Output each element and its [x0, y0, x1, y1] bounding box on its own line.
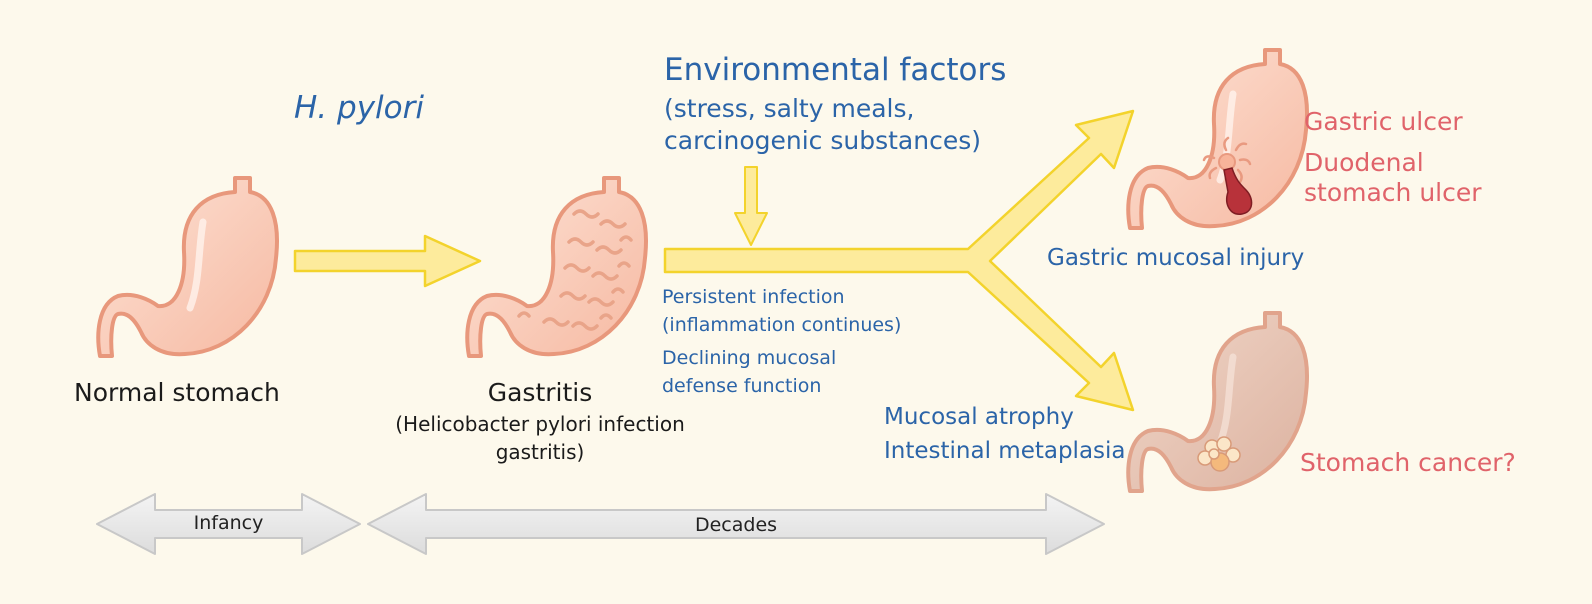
cancer-stomach-icon [1126, 311, 1309, 493]
duodenal-ulcer-line2: stomach ulcer [1304, 178, 1482, 207]
environmental-factors-line1: (stress, salty meals, [664, 94, 915, 123]
infancy-label: Infancy [193, 512, 264, 534]
h-pylori-label: H. pylori [294, 90, 424, 126]
decades-timeline-arrow [367, 493, 1105, 555]
gastritis-stomach-icon [465, 176, 648, 358]
bleeding-ulcer-icon [1223, 167, 1253, 215]
normal-stomach-icon [96, 176, 279, 358]
decades-label: Decades [694, 514, 778, 536]
environmental-factors-title: Environmental factors [664, 52, 1007, 88]
persistent-infection-line1: Persistent infection [662, 286, 845, 308]
gastritis-subtitle-line1: (Helicobacter pylori infection [395, 412, 685, 436]
normal-stomach-label: Normal stomach [74, 378, 280, 407]
environment-down-arrow [734, 166, 768, 246]
mucosal-atrophy-label: Mucosal atrophy [884, 404, 1074, 430]
infancy-timeline-arrow [96, 493, 361, 555]
stomach-cancer-label: Stomach cancer? [1300, 448, 1516, 477]
declining-defense-line2: defense function [662, 375, 822, 397]
progression-arrow [293, 234, 482, 288]
environmental-factors-line2: carcinogenic substances) [664, 126, 981, 155]
ulcer-stomach-icon [1126, 48, 1309, 230]
branching-arrow [663, 109, 1135, 412]
duodenal-ulcer-line1: Duodenal [1304, 148, 1424, 177]
gastritis-label: Gastritis [487, 378, 593, 407]
declining-defense-line1: Declining mucosal [662, 347, 837, 369]
gastric-mucosal-injury-label: Gastric mucosal injury [1047, 245, 1305, 271]
persistent-infection-line2: (inflammation continues) [662, 314, 902, 336]
gastritis-subtitle-line2: gastritis) [495, 440, 585, 464]
tumor-icon [1197, 436, 1241, 472]
bacterium-icon [1202, 136, 1252, 184]
intestinal-metaplasia-label: Intestinal metaplasia [884, 438, 1126, 464]
gastric-ulcer-label: Gastric ulcer [1304, 107, 1463, 136]
h-pylori-bacteria-icon [517, 209, 633, 331]
